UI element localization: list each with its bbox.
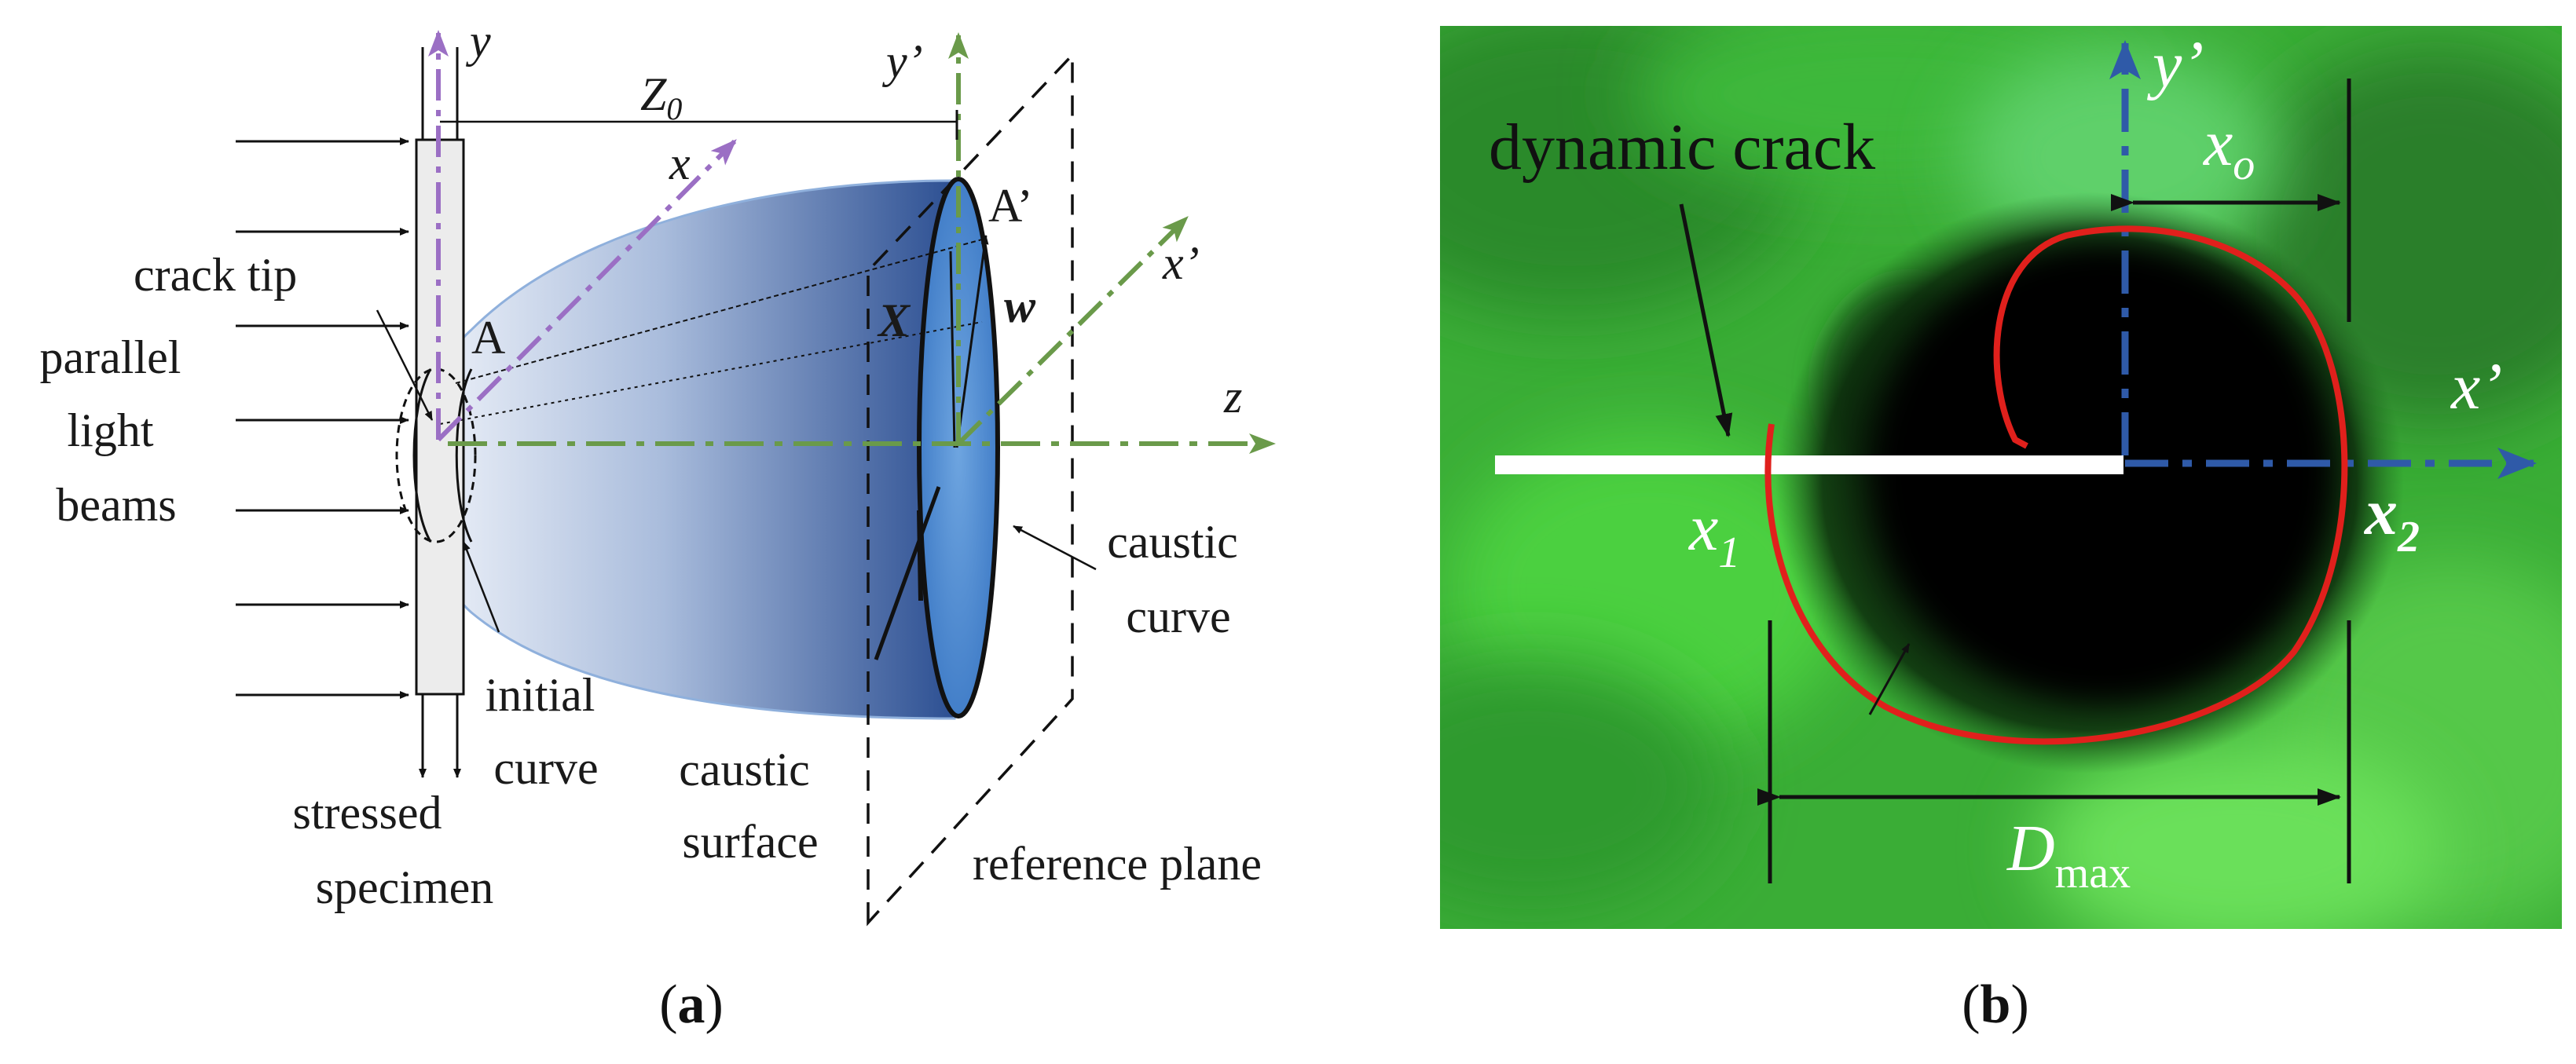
x-axis-specimen bbox=[436, 139, 737, 442]
label-x-prime-b: x’ bbox=[2450, 350, 2502, 423]
label-z0: Z0 bbox=[640, 68, 682, 126]
x-prime-axis bbox=[956, 216, 1189, 446]
caption-a: (a) bbox=[659, 974, 724, 1035]
reference-plane bbox=[867, 51, 1074, 927]
label-point-a: A bbox=[471, 312, 505, 364]
crack-line-reference bbox=[874, 486, 941, 660]
label-y: y bbox=[465, 15, 491, 67]
label-vector-x: X bbox=[877, 294, 911, 346]
label-parallel-light-beams: parallel light beams bbox=[40, 331, 193, 531]
initial-curve-shape bbox=[395, 367, 477, 543]
label-z: z bbox=[1223, 371, 1242, 422]
label-x-prime: x’ bbox=[1162, 237, 1200, 289]
label-point-a-prime: A’ bbox=[988, 180, 1033, 232]
caustic-curve-red bbox=[1764, 225, 2348, 745]
label-reference-plane: reference plane bbox=[973, 838, 1262, 890]
label-vector-w: w bbox=[1004, 280, 1036, 332]
label-dmax: Dmax bbox=[2006, 812, 2131, 898]
vector-x-arrow bbox=[949, 250, 956, 448]
label-caustic-surface: caustic surface bbox=[679, 744, 822, 868]
label-x-o: xo bbox=[2202, 107, 2255, 189]
crack-tip-leader bbox=[376, 309, 434, 421]
ray-a-to-a-prime bbox=[455, 239, 983, 384]
label-dynamic-crack: dynamic crack bbox=[1489, 111, 1875, 184]
caustic-curve-leader bbox=[1013, 525, 1097, 571]
label-y-prime: y’ bbox=[881, 35, 923, 87]
label-caustic-curve: caustic curve bbox=[1107, 516, 1250, 642]
label-y-prime-b: y’ bbox=[2146, 28, 2204, 101]
caption-b: (b) bbox=[1962, 974, 2029, 1035]
crack-white-bar bbox=[1495, 455, 2123, 474]
dynamic-crack-pointer bbox=[1679, 203, 1733, 437]
caustic-curve-ellipse bbox=[917, 177, 1000, 718]
label-x: x bbox=[669, 137, 691, 189]
label-x1: x1 bbox=[1687, 492, 1740, 577]
label-crack-tip: crack tip bbox=[134, 249, 297, 301]
label-x2: x2 bbox=[2363, 476, 2420, 561]
panel-a: y x Z0 y’ x’ z A A’ X w crack tip parall… bbox=[40, 15, 1276, 1035]
incoming-light-arrows bbox=[236, 137, 409, 699]
panel-b: dynamic crack y’ x’ xo x1 x2 Dmax (b) bbox=[1440, 26, 2562, 1035]
label-stressed-specimen: stressed specimen bbox=[293, 787, 494, 913]
photo-background bbox=[1440, 26, 2562, 929]
vector-w-arrow bbox=[955, 235, 989, 448]
initial-curve-leader bbox=[462, 541, 500, 633]
caustic-surface-shape bbox=[423, 179, 956, 720]
label-initial-curve: initial curve bbox=[486, 669, 607, 794]
